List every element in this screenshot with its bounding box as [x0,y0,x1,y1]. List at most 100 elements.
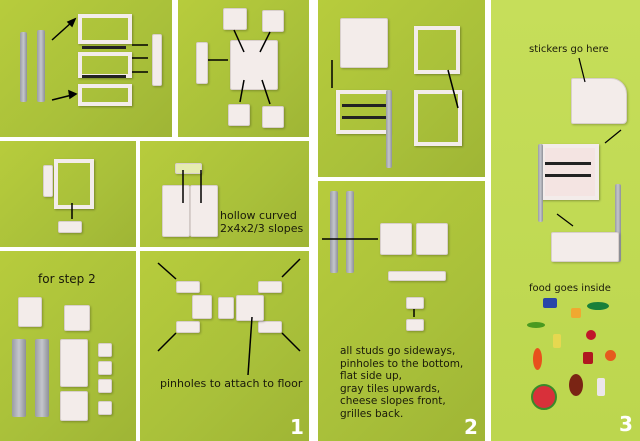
cheese-slope [98,361,112,375]
food-note: food goes inside [529,283,611,294]
curved-slope [162,185,190,237]
fridge-body [541,144,599,200]
slopes-note: hollow curved 2x4x2/3 slopes [220,209,304,235]
arrows [208,29,271,105]
arrows [182,170,202,203]
white-brick [152,34,162,86]
note-line: flat side up, [340,370,403,382]
food-item [531,384,557,410]
white-brick [43,165,53,197]
orientation-note: all studs go sideways, pinholes to the b… [340,345,463,420]
trans-plate [175,163,202,174]
step-number-2: 2 [464,415,478,439]
black-bar [545,162,591,165]
grille [406,297,424,309]
white-plate [236,295,264,321]
white-brick [176,281,200,293]
white-plate [58,221,82,233]
curved-slope [190,185,218,237]
black-bar [82,75,126,78]
food-item [533,348,542,370]
food-item [571,308,581,318]
black-bar [545,174,591,177]
white-plate [60,339,88,387]
food-item [586,330,596,340]
white-frame [414,90,462,146]
panel-step2-parts: for step 2 [0,251,136,441]
panel-base-plate [178,0,309,137]
arrows [331,60,459,109]
panel-fridge-assembly [318,0,485,177]
black-bar [342,104,386,107]
arrows [51,17,148,101]
step-number-3: 3 [619,412,633,436]
white-plate [416,223,448,255]
white-brick [196,42,208,84]
white-tile [228,104,250,126]
food-item [597,378,605,396]
gray-tile [37,30,45,102]
stickers-note: stickers go here [529,44,609,55]
grille [406,319,424,331]
white-plate [218,297,234,319]
white-frame [54,159,94,209]
gray-tile [538,144,543,222]
white-brick [176,321,200,333]
white-tile [192,295,212,319]
panel-fridge-doors [0,0,172,137]
note-line: pinholes to the bottom, [340,357,464,370]
food-item [583,352,593,364]
curved-fridge-top [571,78,627,124]
black-bar [82,46,126,49]
gray-tile [330,191,338,273]
panel-curved-slopes: hollow curved 2x4x2/3 slopes [140,141,309,247]
food-item [527,322,545,328]
white-brick [258,281,282,293]
food-item [553,334,561,348]
arrows [322,238,415,317]
white-door [340,18,388,68]
note-line: cheese slopes front, [340,395,446,407]
gray-tile [12,339,26,417]
white-plate [60,391,88,421]
white-tile-row [388,271,446,281]
black-bar [342,116,386,119]
gray-tile [346,191,354,273]
gray-tile [615,184,621,262]
gray-tile [35,339,49,417]
panel-step1-floor: pinholes to attach to floor 1 [140,251,309,441]
cheese-slope [98,401,112,415]
white-brick [258,321,282,333]
arrows [556,57,622,227]
food-item [569,374,583,396]
white-frame [78,14,132,44]
white-plate [380,223,412,255]
panel-step3: stickers go here food goes inside 3 [491,0,640,441]
cheese-slope [98,343,112,357]
arrows [157,258,301,376]
panel-step2-assembly: all studs go sideways, pinholes to the b… [318,181,485,441]
white-tile [64,305,90,331]
note-line: grilles back. [340,407,404,420]
note-line: gray tiles upwards, [340,382,441,395]
food-item [543,298,557,308]
white-tile [262,106,284,128]
white-plate [230,40,278,90]
grille [18,297,42,327]
step2-note: for step 2 [38,272,96,286]
step-number-1: 1 [290,415,304,439]
panel-door-frame [0,141,136,247]
arrows [71,203,73,219]
gray-tile [386,90,392,168]
food-item [587,302,609,310]
floor-note: pinholes to attach to floor [160,377,303,390]
white-frame [78,84,132,106]
white-tile [223,8,247,30]
note-line: all studs go sideways, [340,345,456,357]
cheese-slope [98,379,112,393]
fridge-base [551,232,619,262]
food-item [605,350,616,361]
white-tile [262,10,284,32]
gray-tile [20,32,27,102]
white-frame [414,26,460,74]
